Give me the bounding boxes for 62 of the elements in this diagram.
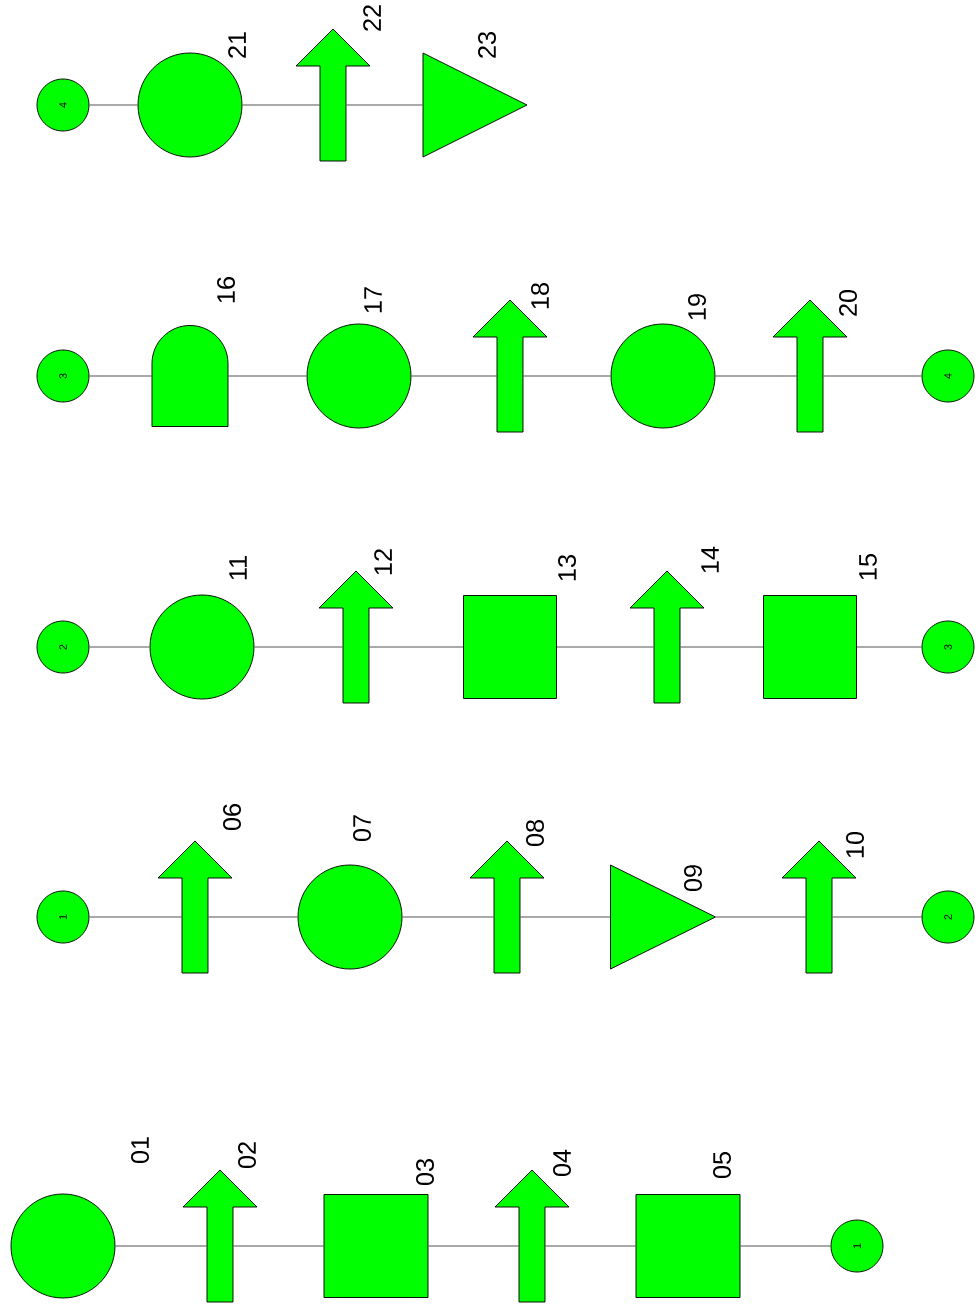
connector-line — [739, 1245, 832, 1247]
square-shape — [763, 595, 857, 699]
connector-line — [519, 916, 611, 918]
number-label: 08 — [526, 820, 544, 847]
circle-shape — [610, 323, 716, 429]
number-label: 14 — [701, 546, 719, 573]
connector-line — [88, 375, 153, 377]
circle-shape — [306, 323, 412, 429]
connector-line — [88, 104, 139, 106]
number-label: 10 — [846, 831, 864, 858]
number-label: 22 — [363, 5, 381, 31]
arrow-shape — [157, 840, 233, 974]
connector-line — [544, 1245, 637, 1247]
circle-shape — [10, 1193, 116, 1299]
circle-shape — [149, 594, 255, 700]
number-label: 01 — [131, 1137, 149, 1164]
connector-line — [207, 916, 299, 918]
number-label: 18 — [531, 283, 549, 309]
square-shape — [635, 1194, 741, 1298]
number-label: 15 — [859, 554, 877, 580]
triangle-shape — [610, 864, 716, 970]
circle-shape — [297, 864, 403, 970]
number-label: 20 — [839, 289, 857, 316]
connector-line — [856, 646, 923, 648]
arch-shape — [151, 325, 229, 427]
number-label: 19 — [688, 294, 706, 320]
connector-line — [556, 646, 655, 648]
connector-line — [227, 375, 308, 377]
number-label: 23 — [478, 32, 496, 58]
square-shape — [463, 595, 557, 699]
connector-line — [714, 375, 798, 377]
connector-line — [88, 646, 151, 648]
number-label: 21 — [228, 32, 246, 58]
number-label: 17 — [364, 287, 382, 313]
number-label: 12 — [374, 549, 392, 575]
connector-line — [241, 104, 321, 106]
number-label: 03 — [416, 1159, 434, 1186]
number-label: 13 — [558, 555, 576, 581]
connector-line — [401, 916, 495, 918]
number-label: 04 — [553, 1149, 571, 1177]
number-label: 07 — [353, 815, 371, 842]
connector-line — [114, 1245, 208, 1247]
number-label: 16 — [217, 277, 235, 303]
number-label: 02 — [238, 1142, 256, 1169]
number-label: 11 — [229, 556, 247, 580]
connector-line — [345, 104, 424, 106]
connector-line — [679, 646, 764, 648]
connector-line — [822, 375, 923, 377]
connector-line — [715, 916, 807, 918]
number-label: 06 — [223, 804, 241, 831]
connector-line — [368, 646, 464, 648]
connector-line — [253, 646, 344, 648]
connector-line — [427, 1245, 520, 1247]
arrow-shape — [182, 1169, 258, 1303]
connector-line — [831, 916, 923, 918]
number-label: 09 — [684, 865, 702, 892]
connector-line — [232, 1245, 325, 1247]
connector-line — [522, 375, 612, 377]
connector-line — [88, 916, 183, 918]
connector-line — [410, 375, 498, 377]
square-shape — [323, 1194, 429, 1298]
number-label: 05 — [713, 1152, 731, 1179]
